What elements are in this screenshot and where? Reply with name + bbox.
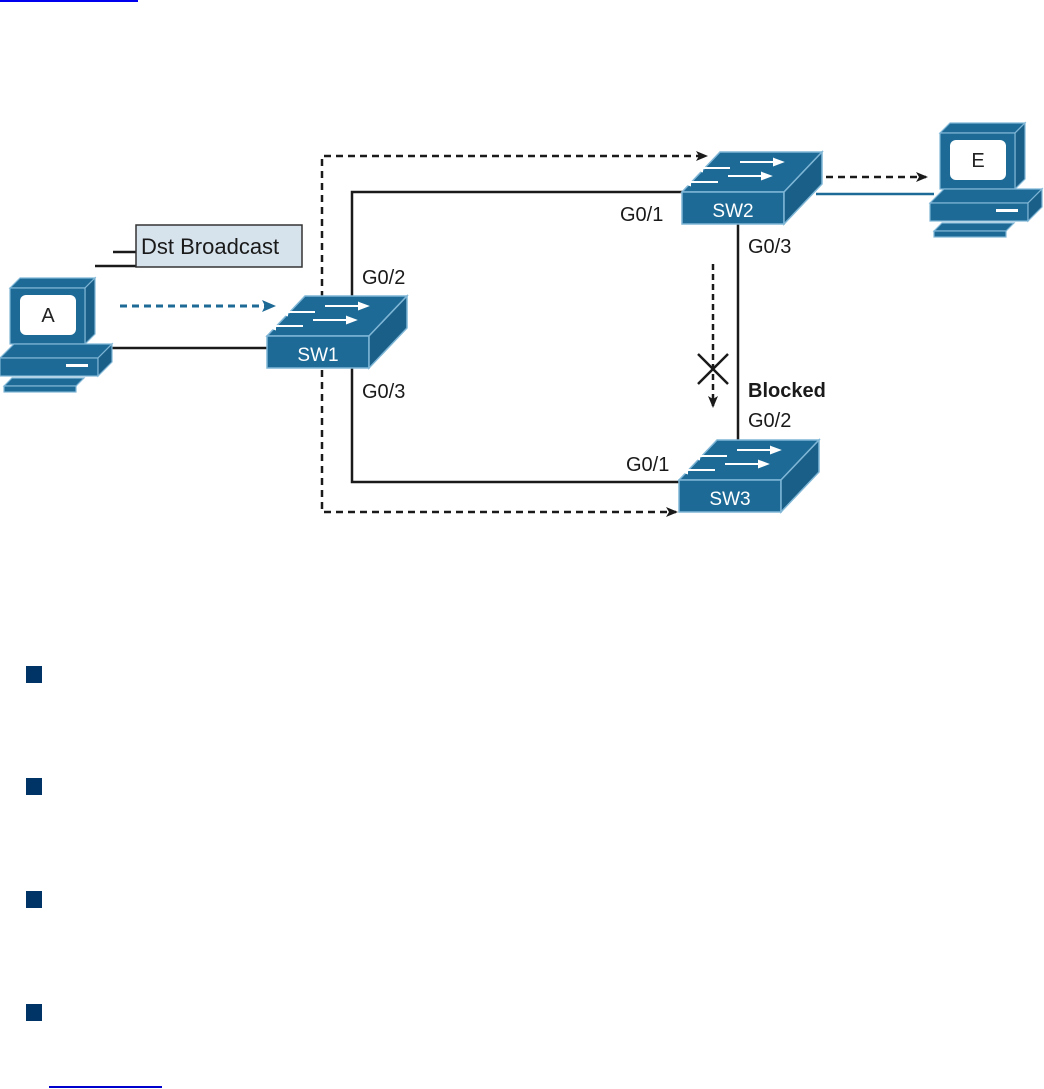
port-sw3-g02: G0/2 — [748, 410, 791, 432]
switch-sw2: SW2 — [681, 151, 823, 225]
switch-sw3-label: SW3 — [709, 489, 750, 510]
frame-box — [135, 224, 303, 268]
switch-sw1: SW1 — [266, 295, 408, 369]
pc-a: A — [0, 277, 113, 393]
port-sw1-g03: G0/3 — [362, 381, 405, 403]
bottom-link[interactable] — [49, 1086, 162, 1088]
frame-label: Dst Broadcast — [141, 234, 279, 259]
broadcast-frame: Dst Broadcast — [95, 224, 303, 268]
port-sw1-g02: G0/2 — [362, 267, 405, 289]
network-diagram: Dst Broadcast A E SW1 SW2 SW3 G0/2 G0/3 … — [0, 122, 1043, 517]
bullet-icon — [26, 1004, 42, 1021]
switch-sw2-label: SW2 — [712, 201, 753, 222]
bullet-icon — [26, 891, 42, 908]
pc-e: E — [929, 122, 1043, 238]
bullet-icon — [26, 666, 42, 683]
port-sw2-g01: G0/1 — [620, 204, 663, 226]
pc-a-label: A — [41, 305, 55, 327]
bullet-icon — [26, 778, 42, 795]
switch-sw3: SW3 — [678, 439, 820, 513]
cable-sw1-sw2 — [350, 190, 684, 300]
flow-sw1-to-sw2 — [320, 151, 708, 298]
port-sw2-g03: G0/3 — [748, 236, 791, 258]
port-sw3-g01: G0/1 — [626, 454, 669, 476]
blocked-x-icon — [697, 353, 729, 385]
flow-sw1-to-sw3 — [320, 370, 678, 517]
blocked-label: Blocked — [748, 380, 826, 402]
cable-sw1-sw3 — [350, 368, 684, 484]
top-link[interactable] — [0, 0, 138, 2]
pc-e-label: E — [971, 150, 984, 172]
switch-sw1-label: SW1 — [297, 345, 338, 366]
cables — [112, 190, 740, 484]
